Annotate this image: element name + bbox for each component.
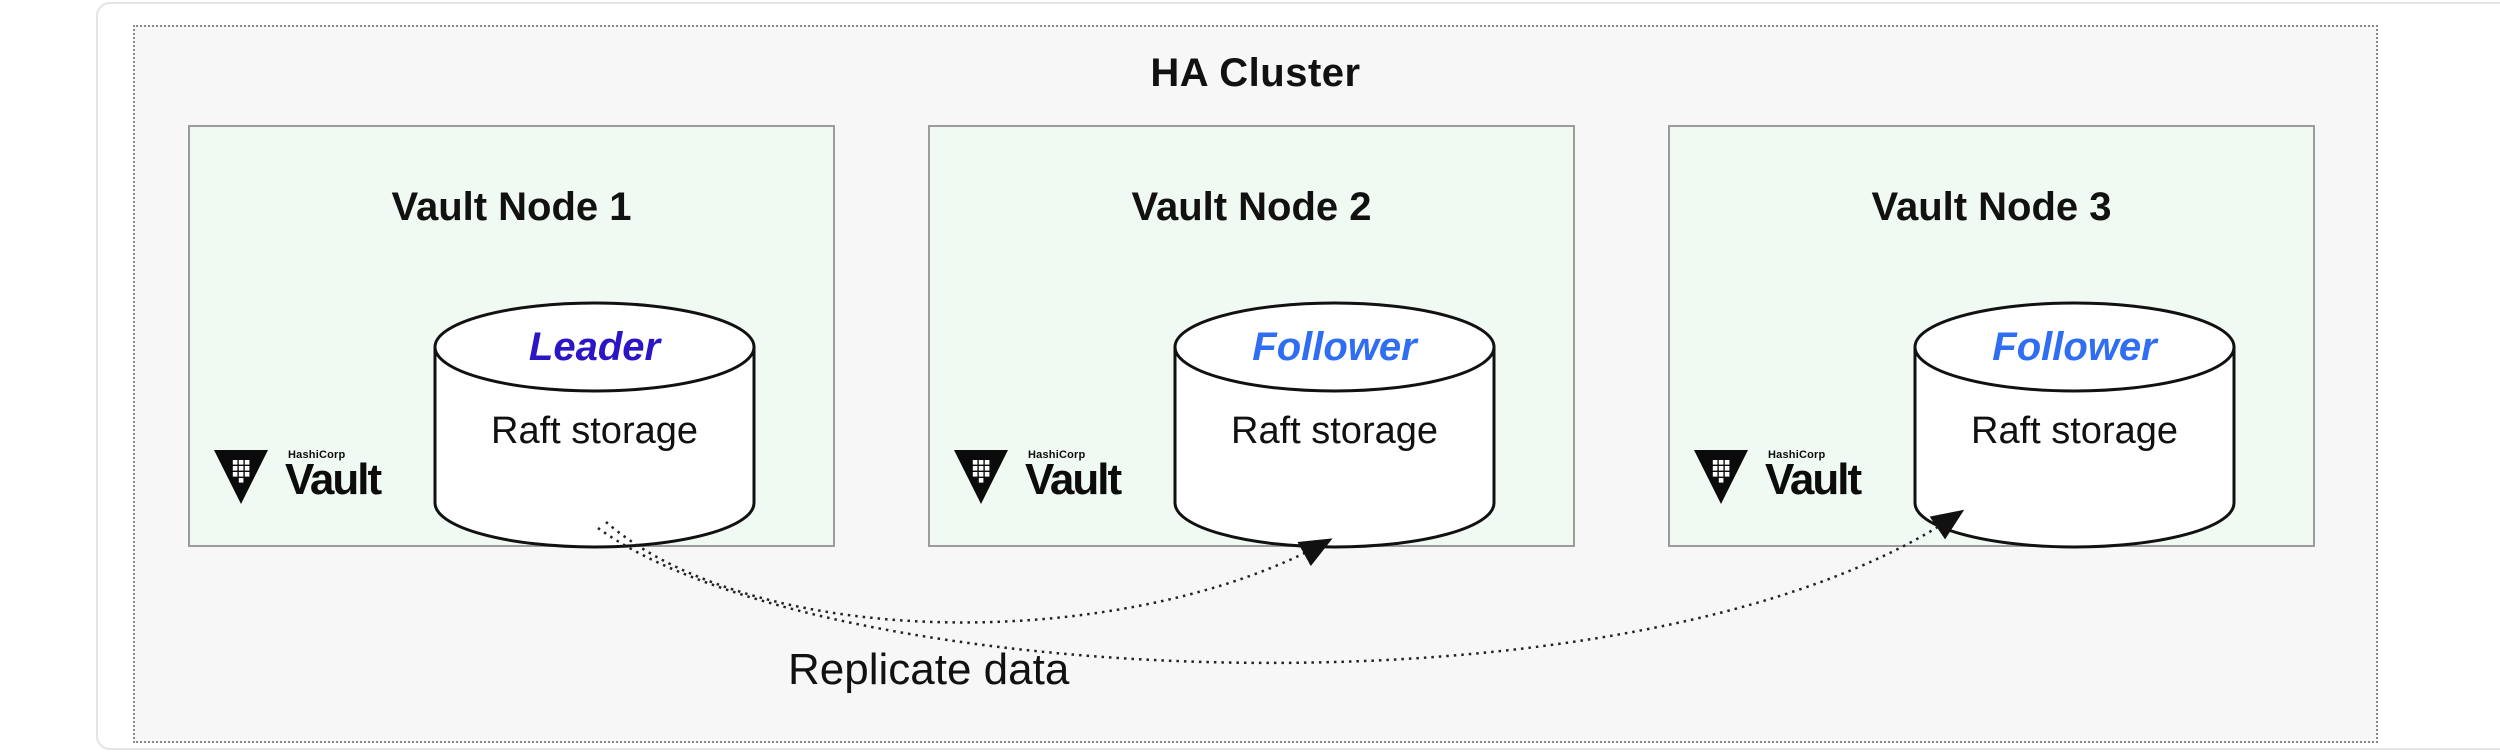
vault-logo-text: HashiCorp Vault bbox=[1765, 447, 1862, 504]
cluster-title: HA Cluster bbox=[1150, 51, 1361, 95]
vault-logo-text: HashiCorp Vault bbox=[1025, 447, 1122, 504]
vault-logo: HashiCorp Vault bbox=[1692, 447, 1862, 512]
hashicorp-vault-logo-icon bbox=[1692, 447, 1750, 512]
node-3-title: Vault Node 3 bbox=[1871, 185, 2112, 229]
hashicorp-vault-logo-icon bbox=[952, 447, 1010, 512]
cylinder-shape bbox=[433, 301, 756, 549]
cylinder-shape bbox=[1913, 301, 2236, 549]
role-label: Follower bbox=[1992, 325, 2157, 369]
product-label: Vault bbox=[1765, 455, 1862, 504]
raft-cylinder: Follower Raft storage bbox=[1172, 300, 1497, 550]
raft-cylinder: Follower Raft storage bbox=[1912, 300, 2237, 550]
brand-label: HashiCorp bbox=[288, 449, 346, 461]
vault-logo-text: HashiCorp Vault bbox=[285, 447, 382, 504]
storage-label: Raft storage bbox=[1231, 410, 1438, 452]
product-label: Vault bbox=[1025, 455, 1122, 504]
vault-node-2-box: Vault Node 2 HashiCorp Vault bbox=[928, 125, 1575, 550]
vault-node-1-box: Vault Node 1 HashiCorp Vault bbox=[188, 125, 835, 550]
vault-logo: HashiCorp Vault bbox=[952, 447, 1122, 512]
raft-cylinder: Leader Raft storage bbox=[432, 300, 757, 550]
role-label: Follower bbox=[1252, 325, 1417, 369]
hashicorp-vault-logo-icon bbox=[212, 447, 270, 512]
brand-label: HashiCorp bbox=[1028, 449, 1086, 461]
brand-label: HashiCorp bbox=[1768, 449, 1826, 461]
product-label: Vault bbox=[285, 455, 382, 504]
node-2-title: Vault Node 2 bbox=[1131, 185, 1372, 229]
node-1-title: Vault Node 1 bbox=[391, 185, 632, 229]
replication-label: Replicate data bbox=[788, 645, 1070, 694]
storage-label: Raft storage bbox=[1971, 410, 2178, 452]
role-label: Leader bbox=[528, 325, 661, 369]
vault-logo: HashiCorp Vault bbox=[212, 447, 382, 512]
storage-label: Raft storage bbox=[491, 410, 698, 452]
vault-node-3-box: Vault Node 3 HashiCorp Vault bbox=[1668, 125, 2315, 550]
